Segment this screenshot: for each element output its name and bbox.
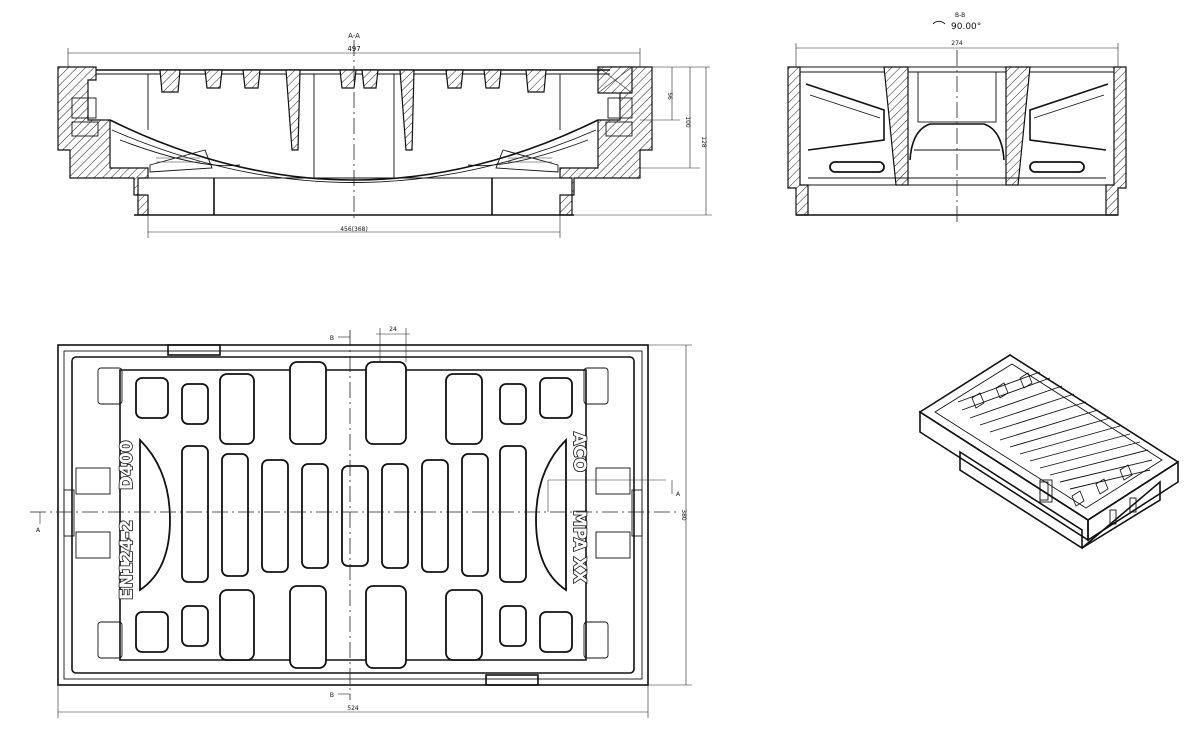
frame-left-section: [57, 66, 149, 216]
grate-ribs: [159, 69, 547, 151]
cut-b-top: B: [330, 335, 334, 342]
iso-grate-bars: [957, 371, 1153, 507]
angle-value: 90.00°: [951, 22, 981, 32]
dimension-100: 100: [684, 116, 691, 128]
bb-wall-left: [787, 66, 809, 216]
cut-a-left: A: [36, 527, 41, 534]
marking-class: D400: [117, 440, 137, 490]
bb-wall-right: [1105, 66, 1127, 216]
hinge-pocket-right: [535, 437, 567, 592]
marking-en124: EN124-2: [117, 520, 137, 600]
bb-rib-left: [883, 66, 909, 186]
cut-a-right: A: [676, 491, 681, 498]
marking-right: ACO MPA XX: [568, 431, 590, 584]
section-a-a-label: A-A: [348, 32, 360, 40]
dimension-56: 56: [666, 92, 673, 100]
dimension-24: 24: [389, 326, 397, 333]
grate-slots-bottom-row: [181, 585, 527, 669]
bb-rib-right: [1005, 66, 1031, 186]
marking-mpa: MPA XX: [569, 510, 589, 583]
section-a-a-view: A-A 497: [57, 32, 712, 238]
marking-left: EN124-2 D400: [116, 439, 138, 600]
plan-view: EN124-2 D400 ACO MPA XX B B A A 24 380: [30, 326, 692, 718]
isometric-view: [918, 354, 1180, 550]
dimension-380: 380: [680, 509, 687, 521]
frame-outline: [57, 344, 649, 686]
section-b-b-view: B-B 90.00° 274: [787, 12, 1127, 222]
grate-slots-top-row: [181, 361, 527, 445]
section-b-b-label: B-B: [955, 12, 965, 19]
dimension-524: 524: [347, 705, 359, 712]
hinge-tab-bottom: [485, 674, 539, 686]
angle-arc-icon: [932, 20, 946, 25]
hinge-tab-top: [167, 344, 221, 356]
marking-brand: ACO: [569, 432, 589, 472]
cut-b-bottom: B: [330, 692, 334, 699]
grate-slots-middle-row: [181, 445, 527, 583]
dimension-274: 274: [951, 40, 963, 47]
dimension-128: 128: [700, 136, 707, 148]
hinge-pocket-left: [139, 437, 171, 592]
dimension-456-368: 456(368): [340, 226, 368, 233]
